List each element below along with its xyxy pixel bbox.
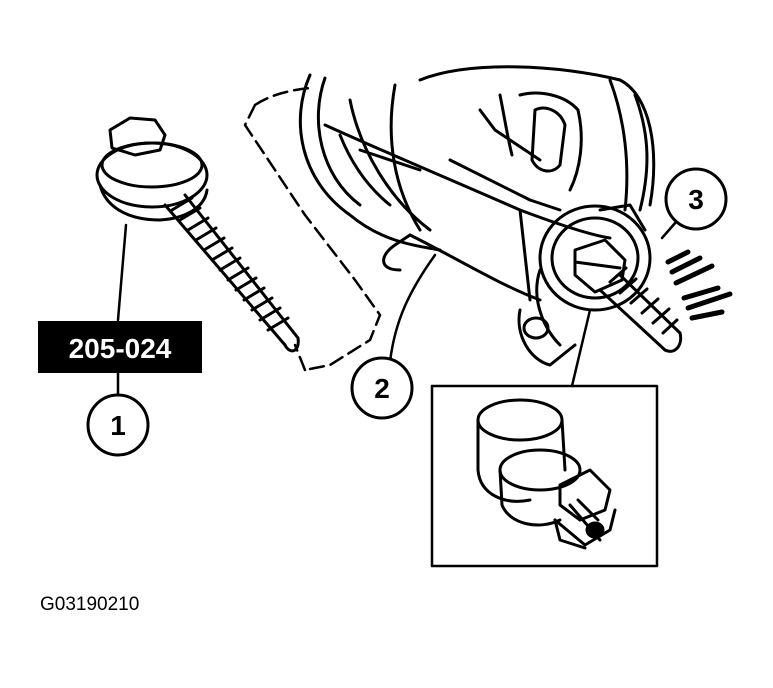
- callout-1-label: 1: [110, 410, 126, 441]
- figure-code: G03190210: [40, 594, 140, 615]
- tool-number-text: 205-024: [69, 333, 172, 364]
- tool-number-label: 205-024: [38, 321, 202, 373]
- detail-inset: [430, 384, 659, 568]
- callout-1: 1: [86, 393, 150, 457]
- nut-and-stud: [573, 238, 683, 353]
- bushing-assembly: [517, 203, 652, 367]
- leader-inset: [570, 308, 592, 388]
- callout-3-label: 3: [688, 184, 704, 215]
- leader-1-upper: [116, 223, 128, 322]
- motion-marks: [665, 249, 733, 321]
- leader-2: [388, 253, 437, 364]
- axle-housing: [298, 65, 656, 252]
- callout-2: 2: [350, 356, 414, 420]
- callout-3: 3: [664, 167, 728, 231]
- leader-3: [660, 220, 678, 240]
- crossmember-arm: [323, 123, 612, 302]
- callout-2-label: 2: [374, 373, 390, 404]
- leader-lines: [116, 220, 678, 397]
- bolt: [95, 116, 300, 353]
